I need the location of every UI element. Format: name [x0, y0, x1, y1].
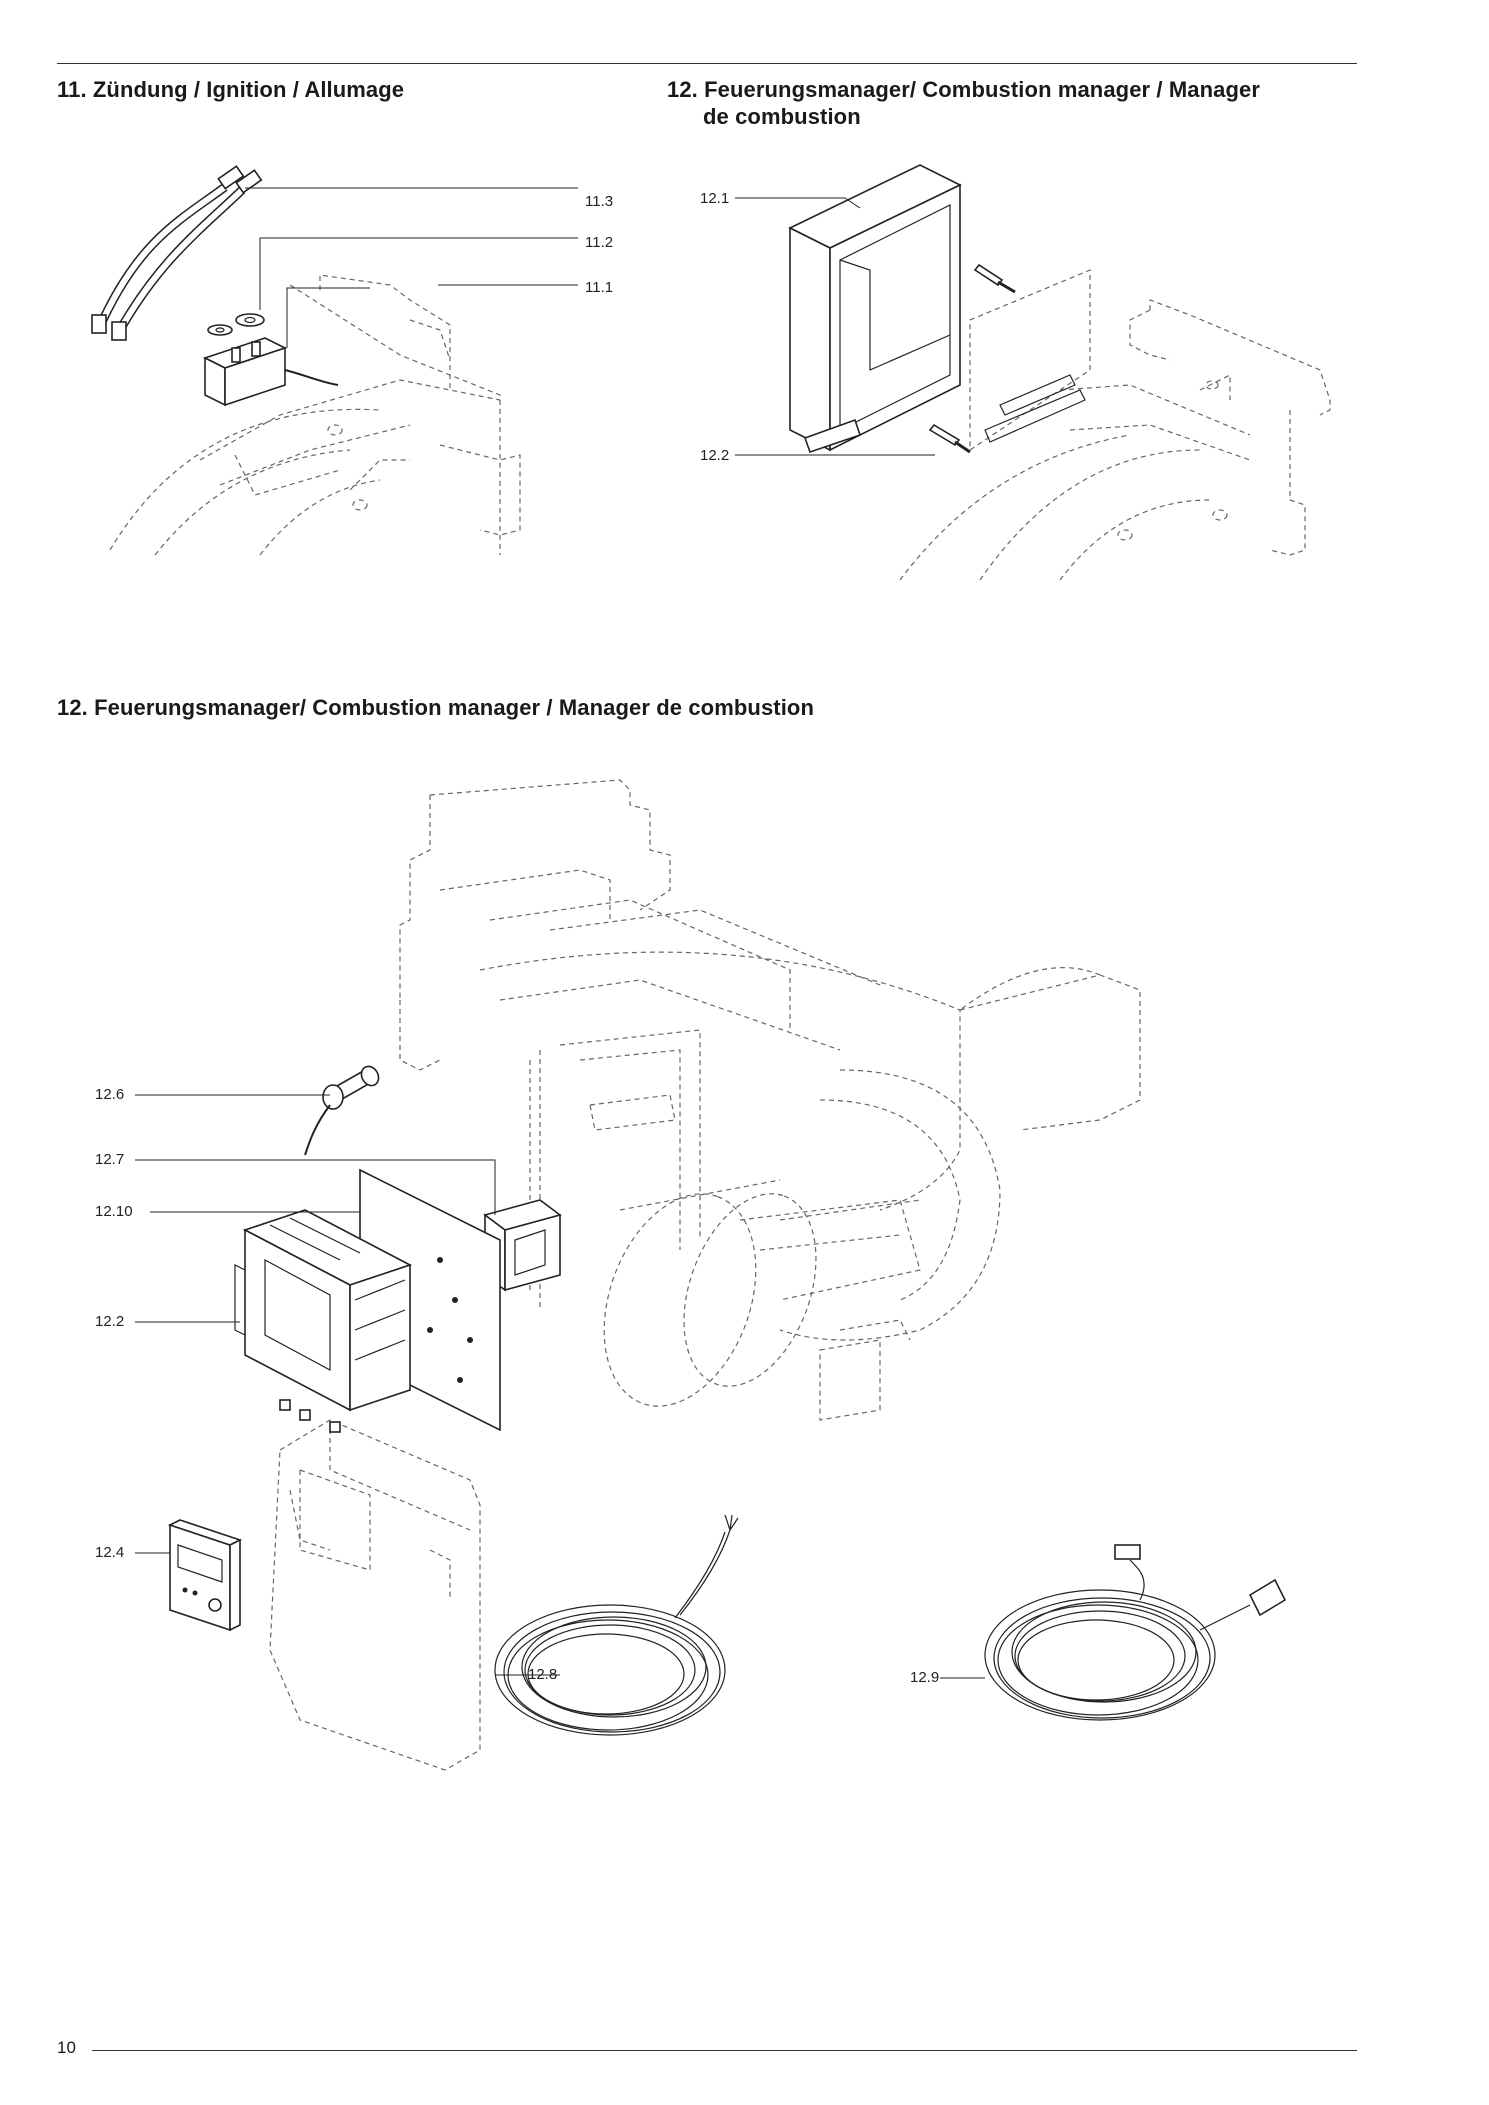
section-12-top-title-line2: de combustion — [703, 104, 861, 129]
ignition-transformer — [202, 337, 339, 407]
label-12-8: 12.8 — [528, 1666, 558, 1683]
leader-12-7 — [135, 1159, 496, 1215]
section-12-top-title-line1: 12. Feuerungsmanager/ Combustion manager… — [667, 77, 1261, 102]
label-12-9: 12.9 — [910, 1669, 940, 1686]
section-12-main-title: 12. Feuerungsmanager/ Combustion manager… — [57, 695, 814, 720]
burner-body-outline — [399, 779, 1141, 1421]
cable-coil-12-9 — [984, 1544, 1287, 1721]
washers — [207, 313, 265, 336]
combustion-manager-exploded-view — [135, 779, 1287, 1771]
burner-housing-outline — [109, 274, 521, 556]
cable-coil-12-8 — [494, 1514, 739, 1736]
burner-housing-outline-2 — [899, 269, 1331, 581]
section-12-top-title: 12. Feuerungsmanager/ Combustion manager… — [667, 76, 1260, 130]
label-11-3: 11.3 — [585, 193, 614, 210]
label-12-1: 12.1 — [700, 190, 730, 207]
leader-12-1 — [735, 197, 861, 209]
label-12-2-top: 12.2 — [700, 447, 730, 464]
section-11-title: 11. Zündung / Ignition / Allumage — [57, 77, 405, 102]
label-12-6: 12.6 — [95, 1086, 125, 1103]
ignition-figure — [91, 165, 578, 556]
bottom-rule — [92, 2050, 1357, 2051]
leader-11-1 — [286, 284, 578, 348]
top-rule — [57, 63, 1357, 64]
label-12-4: 12.4 — [95, 1544, 125, 1561]
label-11-1: 11.1 — [585, 279, 614, 296]
cover-screws — [928, 263, 1016, 454]
combustion-manager-cover — [788, 164, 962, 454]
label-12-10: 12.10 — [95, 1203, 133, 1220]
display-unit — [167, 1519, 243, 1632]
label-12-7: 12.7 — [95, 1151, 125, 1168]
label-12-2: 12.2 — [95, 1313, 125, 1330]
combustion-manager-unit — [234, 1209, 413, 1433]
page-number: 10 — [57, 2038, 76, 2057]
ignition-cables — [91, 165, 263, 341]
terminal-rail — [984, 374, 1086, 443]
control-housing-outline — [269, 1419, 481, 1771]
label-11-2: 11.2 — [585, 234, 614, 251]
combustion-manager-cover-figure — [735, 164, 1331, 581]
leader-11-2 — [259, 237, 578, 310]
flame-sensor — [304, 1065, 380, 1156]
